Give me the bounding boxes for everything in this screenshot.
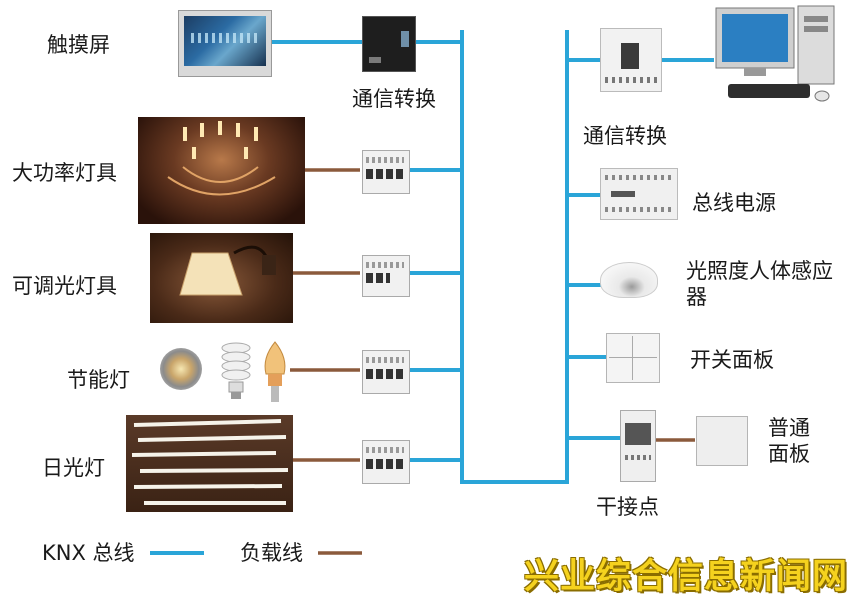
actuator-module-3 bbox=[362, 350, 410, 394]
actuator-module-1 bbox=[362, 150, 410, 194]
sensor-device bbox=[600, 262, 658, 298]
label-converter-right: 通信转换 bbox=[583, 124, 667, 148]
dimmable-lamp-photo bbox=[150, 233, 293, 323]
label-fluorescent-lamp: 日光灯 bbox=[42, 456, 105, 480]
label-sensor: 光照度人体感应器 bbox=[686, 259, 833, 309]
fluorescent-tubes-photo bbox=[126, 415, 293, 512]
label-switch-panel: 开关面板 bbox=[690, 348, 774, 372]
legend-load-label: 负载线 bbox=[240, 541, 303, 565]
bus-power-device bbox=[600, 168, 678, 220]
label-touchscreen: 触摸屏 bbox=[47, 33, 110, 57]
normal-panel-device bbox=[696, 416, 748, 466]
actuator-module-4 bbox=[362, 440, 410, 484]
chandelier-photo bbox=[138, 117, 305, 224]
label-dimmable-lamp: 可调光灯具 bbox=[12, 274, 117, 298]
label-high-power-lamp: 大功率灯具 bbox=[12, 161, 117, 185]
label-energy-saving-lamp: 节能灯 bbox=[67, 368, 130, 392]
converter-left-device bbox=[362, 16, 416, 72]
label-converter-left: 通信转换 bbox=[352, 87, 436, 111]
watermark-text: 兴业综合信息新闻网 bbox=[524, 557, 849, 597]
downlight-image bbox=[160, 348, 202, 390]
legend-knx-label: KNX 总线 bbox=[42, 541, 135, 565]
dry-contact-device bbox=[620, 410, 656, 482]
actuator-module-2 bbox=[362, 255, 410, 297]
ip-gateway-device bbox=[600, 28, 662, 92]
spiral-cfl-image bbox=[218, 340, 254, 400]
touchscreen-image bbox=[178, 10, 272, 77]
label-bus-power: 总线电源 bbox=[692, 191, 776, 215]
label-dry-contact: 干接点 bbox=[596, 495, 659, 519]
computer-image bbox=[714, 4, 842, 112]
switch-panel-device bbox=[606, 333, 660, 383]
label-normal-panel: 普通面板 bbox=[768, 416, 810, 466]
candle-bulb-image bbox=[260, 340, 290, 406]
